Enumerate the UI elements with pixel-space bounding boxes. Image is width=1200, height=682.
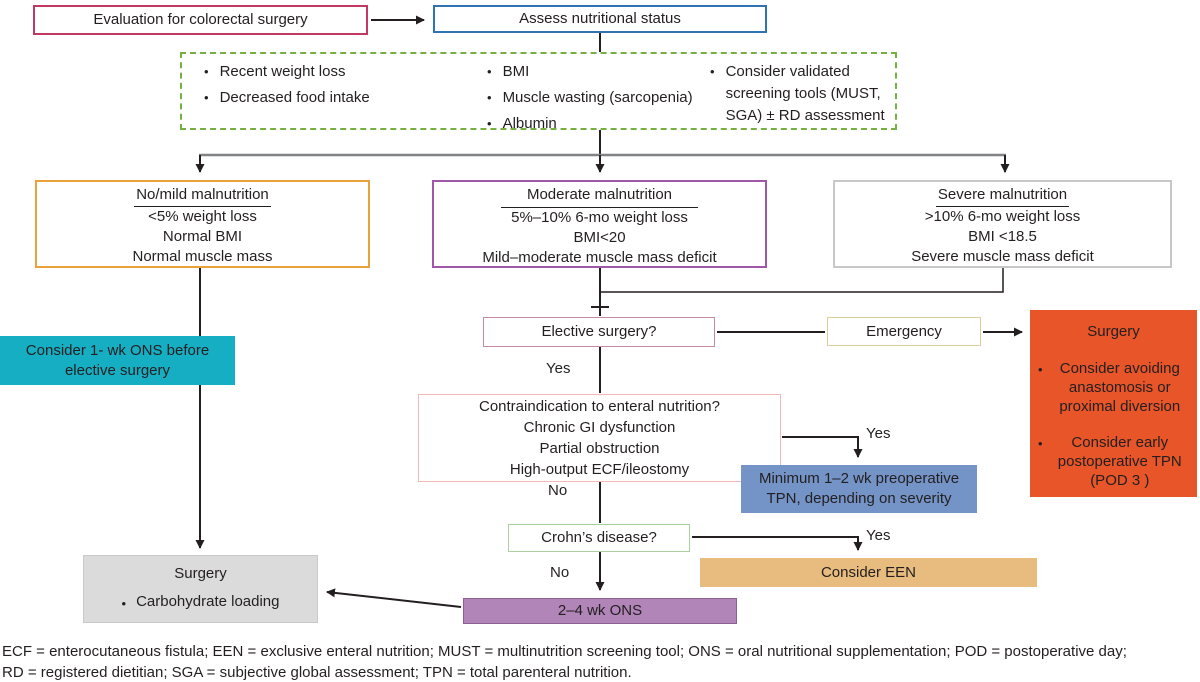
node-crohns-disease-question: Crohn’s disease? <box>508 524 690 552</box>
node-line: <5% weight loss <box>148 208 257 225</box>
node-preoperative-tpn: Minimum 1–2 wk preoperative TPN, dependi… <box>741 465 977 513</box>
list-item: • Recent weight loss <box>204 61 454 83</box>
bullet-icon: • <box>204 64 209 79</box>
node-line: High-output ECF/ileostomy <box>509 461 690 478</box>
node-label: Elective surgery? <box>541 323 657 340</box>
node-title: Surgery <box>1087 323 1140 340</box>
list-item: • Consider avoiding anastomosis or proxi… <box>1038 359 1189 416</box>
node-severe-malnutrition: Severe malnutrition >10% 6-mo weight los… <box>833 180 1172 268</box>
edge-label-no-crohns: No <box>550 564 570 581</box>
node-line: Normal BMI <box>162 228 243 245</box>
bullet-icon: • <box>487 64 492 79</box>
arrow-contra-yes-to-tpn <box>782 436 863 458</box>
list-item-text: Decreased food intake <box>219 89 370 106</box>
edge-label-no-contraindication: No <box>548 482 568 499</box>
list-item: • Muscle wasting (sarcopenia) <box>487 87 712 109</box>
list-item: • Consider validated screening tools (MU… <box>710 61 888 127</box>
bullet-icon: • <box>487 116 492 131</box>
node-line: BMI<20 <box>573 228 626 246</box>
bullet-icon: • <box>1038 362 1043 377</box>
node-elective-surgery-question: Elective surgery? <box>483 317 715 347</box>
node-line: >10% 6-mo weight loss <box>924 208 1081 225</box>
node-title: Severe malnutrition <box>935 185 1070 207</box>
edge-label-yes-contraindication: Yes <box>866 425 891 442</box>
list-item: • Consider early postoperative TPN (POD … <box>1038 433 1189 490</box>
node-surgery-elective-path: Surgery • Carbohydrate loading <box>83 555 318 623</box>
bullet-icon: • <box>204 90 209 105</box>
node-label: Consider EEN <box>820 563 917 581</box>
node-label: Assess nutritional status <box>519 10 681 27</box>
node-consider-1wk-ons: Consider 1- wk ONS before elective surge… <box>0 336 235 385</box>
node-assess-nutritional-status: Assess nutritional status <box>433 5 767 33</box>
list-item-text: BMI <box>502 63 530 80</box>
node-line: BMI <18.5 <box>968 228 1037 245</box>
list-item: • Carbohydrate loading <box>122 593 280 615</box>
node-line: Normal muscle mass <box>132 248 273 265</box>
node-screening-criteria: • Recent weight loss • Decreased food in… <box>180 52 897 132</box>
node-evaluation-for-colorectal-surgery: Evaluation for colorectal surgery <box>33 5 368 35</box>
list-item-text: Recent weight loss <box>219 63 346 80</box>
bullet-icon: • <box>487 90 492 105</box>
list-item: • BMI <box>487 61 712 83</box>
node-label: Consider 1- wk ONS before elective surge… <box>25 341 210 379</box>
list-item-text: Consider avoiding anastomosis or proxima… <box>1059 360 1181 415</box>
bullet-icon: • <box>121 596 127 611</box>
screening-column-3: • Consider validated screening tools (MU… <box>710 61 888 127</box>
arrow-ons-to-surgery <box>326 588 462 608</box>
node-title: No/mild malnutrition <box>134 185 271 207</box>
node-line: Mild–moderate muscle mass deficit <box>482 248 717 266</box>
node-line: Severe muscle mass deficit <box>911 248 1094 265</box>
node-label: Emergency <box>866 322 942 340</box>
abbreviations-footnote: ECF = enterocutaneous fistula; EEN = exc… <box>2 641 1198 682</box>
node-line: Chronic GI dysfunction <box>523 419 676 436</box>
list-item-text: Consider early postoperative TPN (POD 3 … <box>1057 434 1182 489</box>
edge-label-yes-crohns: Yes <box>866 527 891 544</box>
list-item: • Albumin <box>487 113 712 135</box>
list-item: • Decreased food intake <box>204 87 454 109</box>
list-item-text: Consider validated screening tools (MUST… <box>725 63 885 124</box>
node-moderate-malnutrition: Moderate malnutrition 5%–10% 6-mo weight… <box>432 180 767 268</box>
list-item-text: Albumin <box>502 115 557 132</box>
edge-label-yes-elective: Yes <box>546 360 571 377</box>
line-severe-join <box>600 268 1004 293</box>
node-surgery-emergency-path: Surgery • Consider avoiding anastomosis … <box>1030 310 1197 497</box>
footnote-line: RD = registered dietitian; SGA = subject… <box>2 664 632 681</box>
node-label: Minimum 1–2 wk preoperative TPN, dependi… <box>758 470 960 507</box>
screening-column-2: • BMI • Muscle wasting (sarcopenia) • Al… <box>487 61 712 135</box>
list-item-text: Carbohydrate loading <box>136 593 280 610</box>
node-consider-een: Consider EEN <box>700 558 1037 587</box>
node-contraindication-enteral-nutrition: Contraindication to enteral nutrition? C… <box>418 394 781 482</box>
node-line: 5%–10% 6-mo weight loss <box>511 208 688 226</box>
list-item-text: Muscle wasting (sarcopenia) <box>502 89 693 106</box>
node-label: 2–4 wk ONS <box>557 602 643 619</box>
node-emergency: Emergency <box>827 317 981 346</box>
node-no-mild-malnutrition: No/mild malnutrition <5% weight loss Nor… <box>35 180 370 268</box>
screening-column-1: • Recent weight loss • Decreased food in… <box>204 61 454 109</box>
bullet-icon: • <box>710 64 715 79</box>
node-label: Evaluation for colorectal surgery <box>93 11 308 28</box>
footnote-line: ECF = enterocutaneous fistula; EEN = exc… <box>2 643 1127 660</box>
node-label: Crohn’s disease? <box>541 529 657 546</box>
node-title: Contraindication to enteral nutrition? <box>479 398 720 415</box>
node-2-4wk-ons: 2–4 wk ONS <box>463 598 737 624</box>
node-title: Surgery <box>174 565 227 582</box>
arrow-crohns-yes-to-een <box>692 536 863 551</box>
bullet-icon: • <box>1038 436 1043 451</box>
node-line: Partial obstruction <box>539 440 660 457</box>
node-title: Moderate malnutrition <box>500 185 699 208</box>
